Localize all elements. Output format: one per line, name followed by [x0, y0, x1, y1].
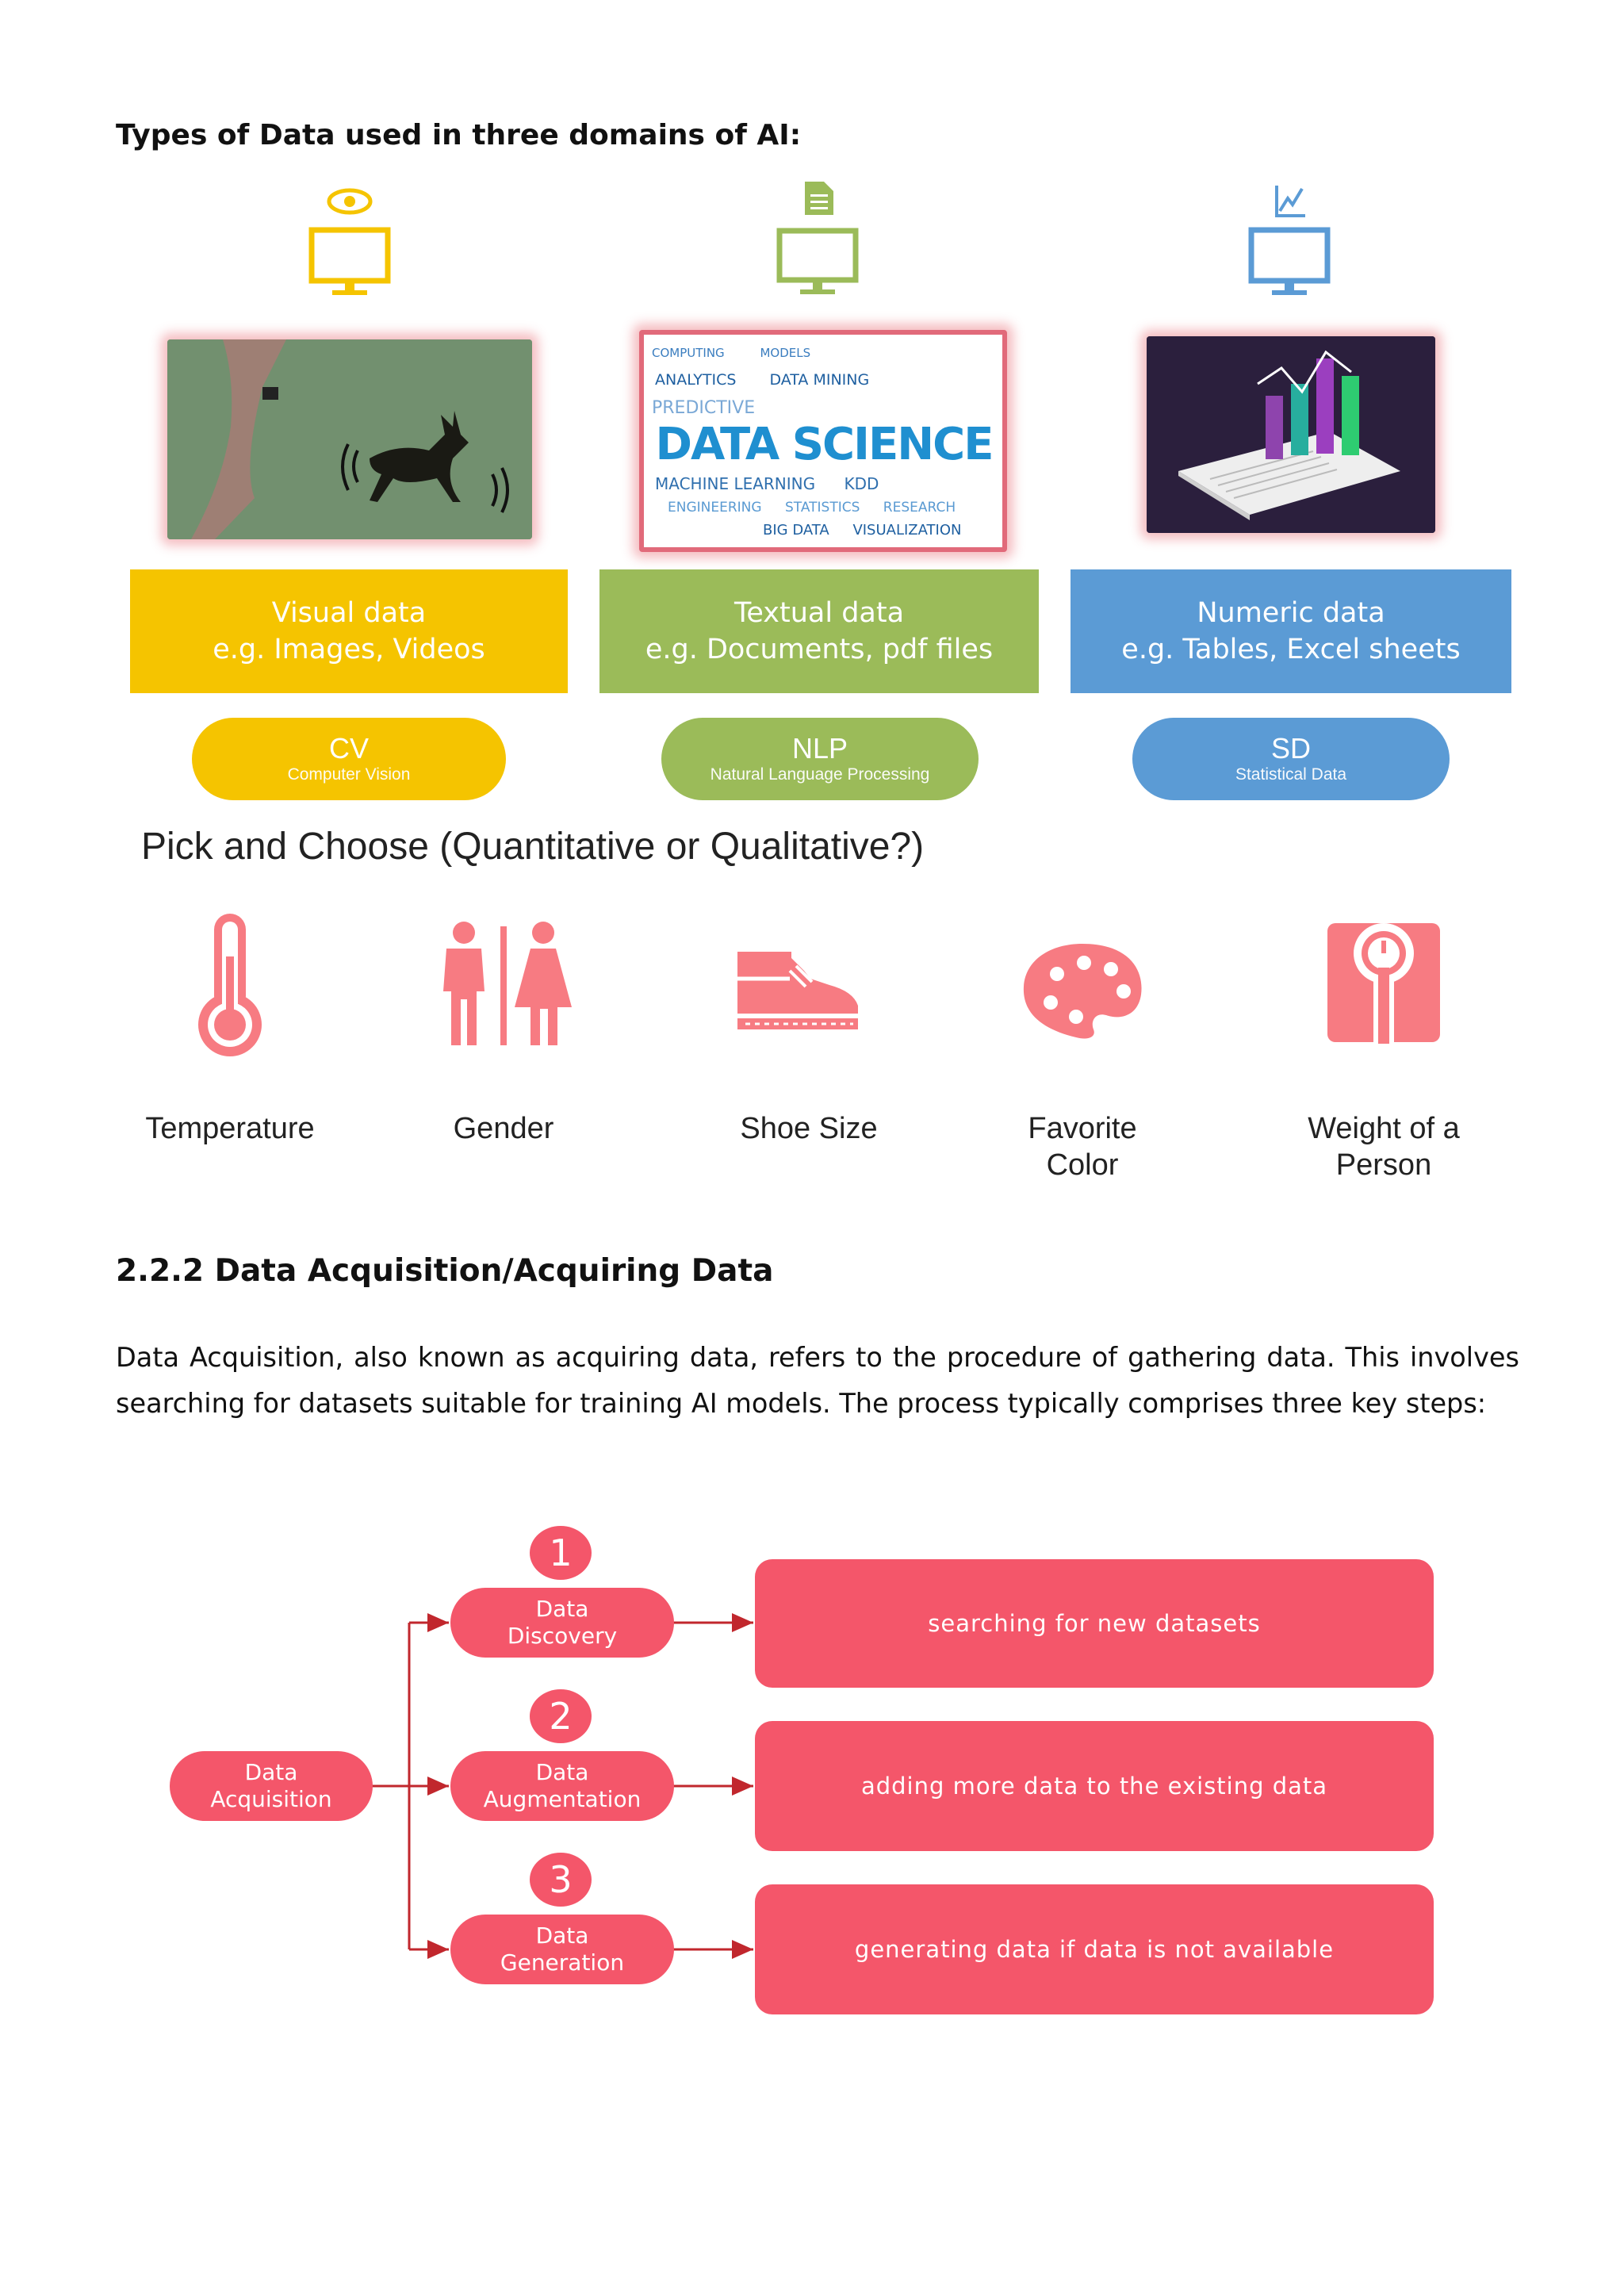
subsection-title: 2.2.2 Data Acquisition/Acquiring Data [116, 1253, 774, 1289]
pick-item-label: Weight of a Person [1265, 1110, 1503, 1183]
step-description: adding more data to the existing data [755, 1721, 1434, 1851]
pick-item-line: Favorite [1028, 1112, 1137, 1145]
data-science-title: DATA SCIENCE [655, 419, 994, 470]
word-cloud-word: KDD [844, 474, 879, 493]
word-cloud-word: VISUALIZATION [852, 522, 962, 539]
data-discovery-node: Data Discovery [450, 1588, 674, 1658]
step-number: 3 [530, 1853, 592, 1907]
visual-data-image [167, 339, 532, 539]
cv-pill: CV Computer Vision [192, 718, 506, 800]
section-title: Types of Data used in three domains of A… [116, 119, 802, 151]
numeric-data-image [1147, 336, 1435, 533]
domain-abbr: NLP [791, 732, 848, 765]
node-label: Discovery [507, 1623, 618, 1649]
pick-item-label: Shoe Size [690, 1110, 928, 1147]
eye-icon [308, 188, 391, 295]
pick-item-line: Shoe Size [740, 1112, 878, 1145]
node-label: Data [535, 1759, 589, 1785]
category-label: Visual data [271, 597, 427, 629]
scale-icon [1327, 923, 1440, 1044]
word-cloud-word: ENGINEERING [668, 500, 762, 516]
pick-title: Pick and Choose (Quantitative or Qualita… [141, 826, 925, 868]
pick-item-line: Weight of a [1308, 1112, 1460, 1145]
step-number: 2 [530, 1689, 592, 1743]
data-generation-node: Data Generation [450, 1915, 674, 1984]
word-cloud-word: RESEARCH [883, 500, 956, 516]
data-acquisition-node: Data Acquisition [170, 1751, 373, 1821]
category-example: e.g. Tables, Excel sheets [1121, 634, 1461, 665]
word-cloud-word: PREDICTIVE [652, 398, 756, 418]
node-label: Acquisition [210, 1786, 332, 1812]
domain-full-name: Computer Vision [287, 765, 411, 784]
body-paragraph: Data Acquisition, also known as acquirin… [116, 1342, 1519, 1419]
pick-item-label: Temperature [111, 1110, 349, 1147]
pick-item-line: Color [1046, 1148, 1119, 1182]
data-augmentation-node: Data Augmentation [450, 1751, 674, 1821]
visual-data-box: Visual data e.g. Images, Videos [130, 569, 568, 693]
pick-item-line: Temperature [145, 1112, 315, 1145]
category-label: Textual data [733, 597, 905, 629]
word-cloud-word: COMPUTING [652, 346, 725, 360]
gender-icon [443, 922, 572, 1045]
pick-item-line: Gender [453, 1112, 554, 1145]
word-cloud-word: MODELS [760, 346, 811, 360]
category-example: e.g. Images, Videos [213, 634, 485, 665]
step-description: generating data if data is not available [755, 1884, 1434, 2014]
node-label: Data [244, 1759, 298, 1785]
pick-item-label: Favorite Color [963, 1110, 1201, 1183]
pick-item-line: Person [1335, 1148, 1432, 1182]
step-number: 1 [530, 1526, 592, 1580]
textual-data-box: Textual data e.g. Documents, pdf files [599, 569, 1039, 693]
node-label: Data [535, 1922, 589, 1949]
domain-abbr: CV [328, 732, 369, 765]
document-icon [776, 182, 859, 294]
node-label: Data [535, 1596, 589, 1622]
domain-full-name: Statistical Data [1235, 765, 1347, 784]
palette-icon [1023, 944, 1142, 1039]
step-description: searching for new datasets [755, 1559, 1434, 1688]
chart-icon [1248, 186, 1331, 295]
node-label: Augmentation [483, 1786, 642, 1812]
nlp-pill: NLP Natural Language Processing [661, 718, 979, 800]
pick-item-label: Gender [385, 1110, 622, 1147]
domain-full-name: Natural Language Processing [710, 765, 930, 784]
word-cloud-word: BIG DATA [763, 522, 829, 539]
thermometer-icon [198, 914, 262, 1056]
textual-data-image: COMPUTING MODELS ANALYTICS DATA MINING P… [639, 330, 1007, 552]
domain-abbr: SD [1270, 732, 1311, 765]
shoe-icon [737, 952, 858, 1029]
category-label: Numeric data [1197, 597, 1385, 629]
numeric-data-box: Numeric data e.g. Tables, Excel sheets [1071, 569, 1511, 693]
word-cloud-word: ANALYTICS [655, 371, 737, 389]
word-cloud-word: MACHINE LEARNING [655, 474, 816, 493]
category-example: e.g. Documents, pdf files [645, 634, 994, 665]
sd-pill: SD Statistical Data [1132, 718, 1450, 800]
word-cloud-word: STATISTICS [784, 500, 860, 516]
word-cloud-word: DATA MINING [769, 371, 870, 389]
node-label: Generation [500, 1949, 625, 1976]
